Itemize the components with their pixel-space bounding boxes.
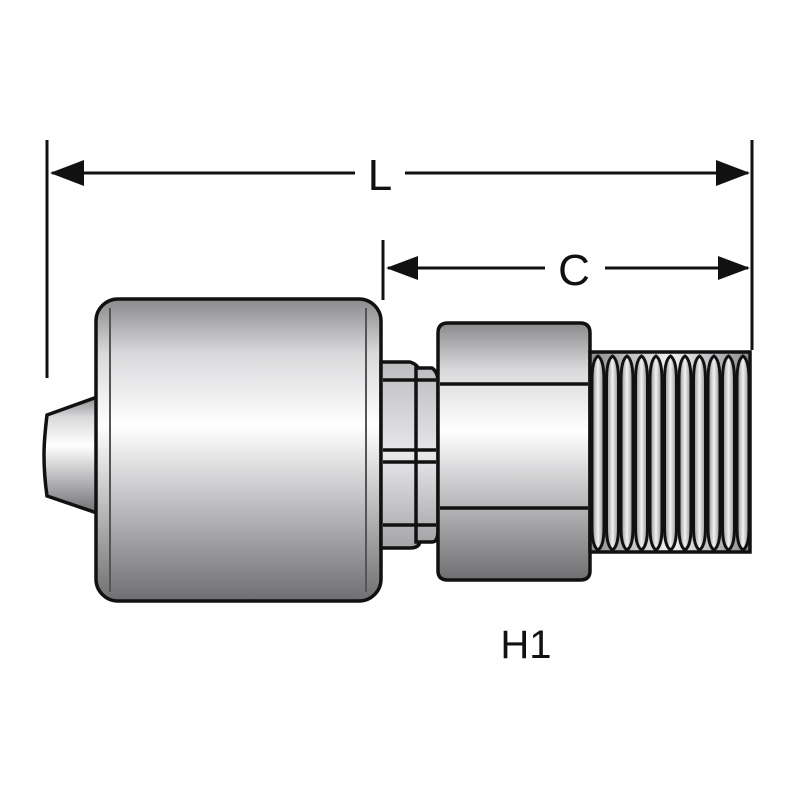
arrowhead-c-right — [718, 256, 750, 280]
thread-crest — [721, 354, 736, 552]
male-thread — [588, 350, 752, 554]
dimension-c-label: C — [558, 246, 590, 295]
thread-crest — [677, 354, 693, 552]
hex-nut — [436, 321, 592, 582]
arrowhead-l-left — [50, 160, 84, 186]
stem-tip — [42, 393, 102, 517]
part-label: H1 — [500, 623, 551, 667]
arrowhead-c-left — [386, 256, 418, 280]
dimension-c: C — [381, 240, 750, 300]
thread-crest — [634, 354, 649, 552]
thread-crests — [590, 354, 751, 552]
ferrule — [94, 297, 383, 603]
dimension-l: L — [45, 140, 754, 378]
thread-crest — [735, 354, 751, 552]
thread-crest — [590, 354, 606, 552]
thread-crest — [663, 354, 678, 552]
thread-crest — [692, 354, 707, 552]
thread-crest — [605, 354, 620, 552]
thread-crest — [648, 354, 664, 552]
thread-crest — [619, 354, 635, 552]
collar — [379, 360, 440, 550]
dimension-l-label: L — [368, 151, 392, 200]
arrowhead-l-right — [716, 160, 750, 186]
thread-crest — [706, 354, 722, 552]
